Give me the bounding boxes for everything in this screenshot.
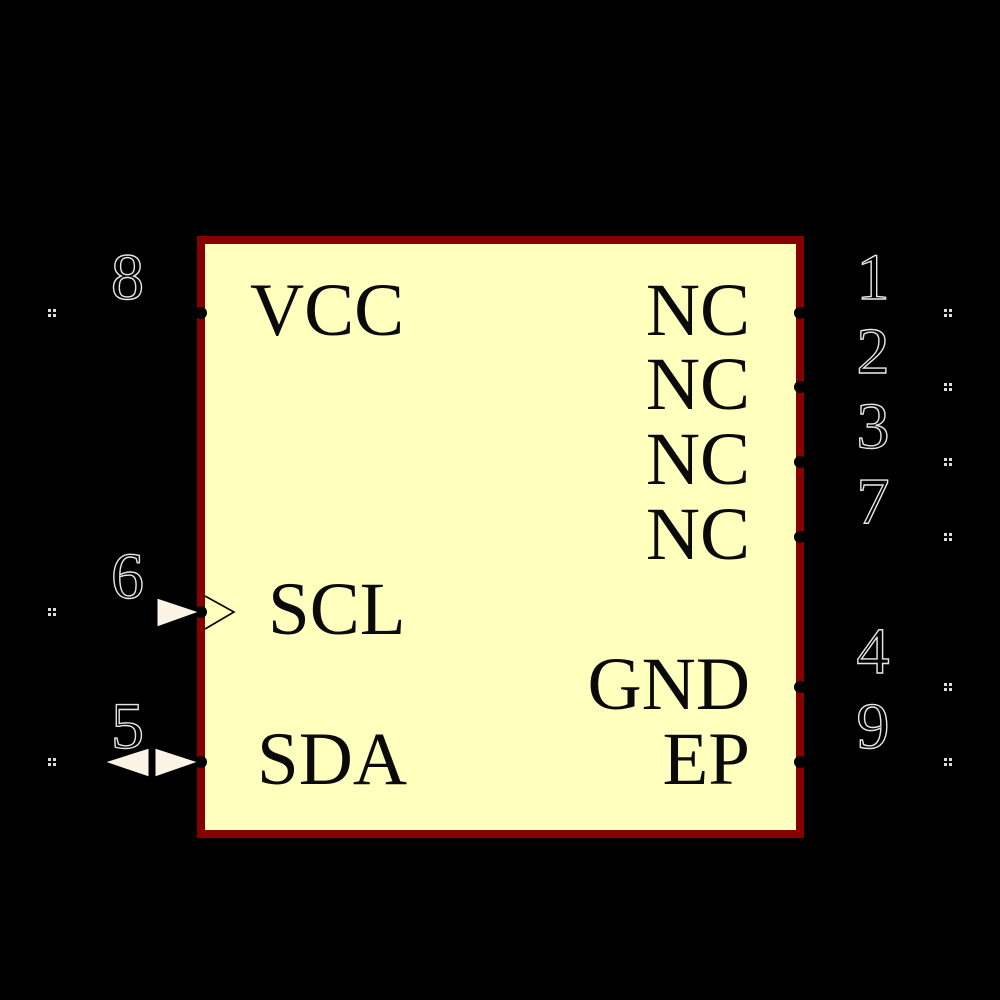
pin-connection-dot-icon — [794, 681, 806, 693]
symbol-body — [197, 236, 804, 838]
pin-name: VCC — [250, 269, 405, 352]
pin-number: 9 — [856, 690, 890, 763]
pin-number: 7 — [856, 465, 890, 538]
pin-number: 8 — [110, 241, 144, 314]
pin-connection-dot-icon — [794, 307, 806, 319]
pin-connection-dot-icon — [794, 531, 806, 543]
pin-number: 2 — [856, 315, 890, 388]
pin-name: SCL — [268, 568, 406, 651]
pin-name: NC — [645, 343, 750, 426]
pin-endpoint-marker-icon — [944, 309, 952, 317]
pin-connection-dot-icon — [794, 381, 806, 393]
pin-connection-dot-icon — [195, 307, 207, 319]
pin-connection-dot-icon — [195, 756, 207, 768]
pin-number: 5 — [110, 690, 144, 763]
pin-endpoint-marker-icon — [48, 758, 56, 766]
pin-endpoint-marker-icon — [48, 608, 56, 616]
pin-name: NC — [645, 418, 750, 501]
pin-number: 3 — [856, 390, 890, 463]
pin-number: 1 — [856, 241, 890, 314]
pin-endpoint-marker-icon — [944, 683, 952, 691]
pin-number: 6 — [110, 540, 144, 613]
pin-endpoint-marker-icon — [944, 533, 952, 541]
pin-endpoint-marker-icon — [944, 383, 952, 391]
pin-endpoint-marker-icon — [48, 309, 56, 317]
pin-name: SDA — [257, 718, 408, 801]
pin-number: 4 — [856, 615, 890, 688]
pin-connection-dot-icon — [195, 606, 207, 618]
pin-endpoint-marker-icon — [944, 758, 952, 766]
pin-connection-dot-icon — [794, 456, 806, 468]
pin-name: NC — [645, 493, 750, 576]
pin-endpoint-marker-icon — [944, 458, 952, 466]
pin-connection-dot-icon — [794, 756, 806, 768]
pin-name: GND — [587, 643, 751, 726]
pin-name: NC — [645, 269, 750, 352]
pin-name: EP — [662, 718, 750, 801]
